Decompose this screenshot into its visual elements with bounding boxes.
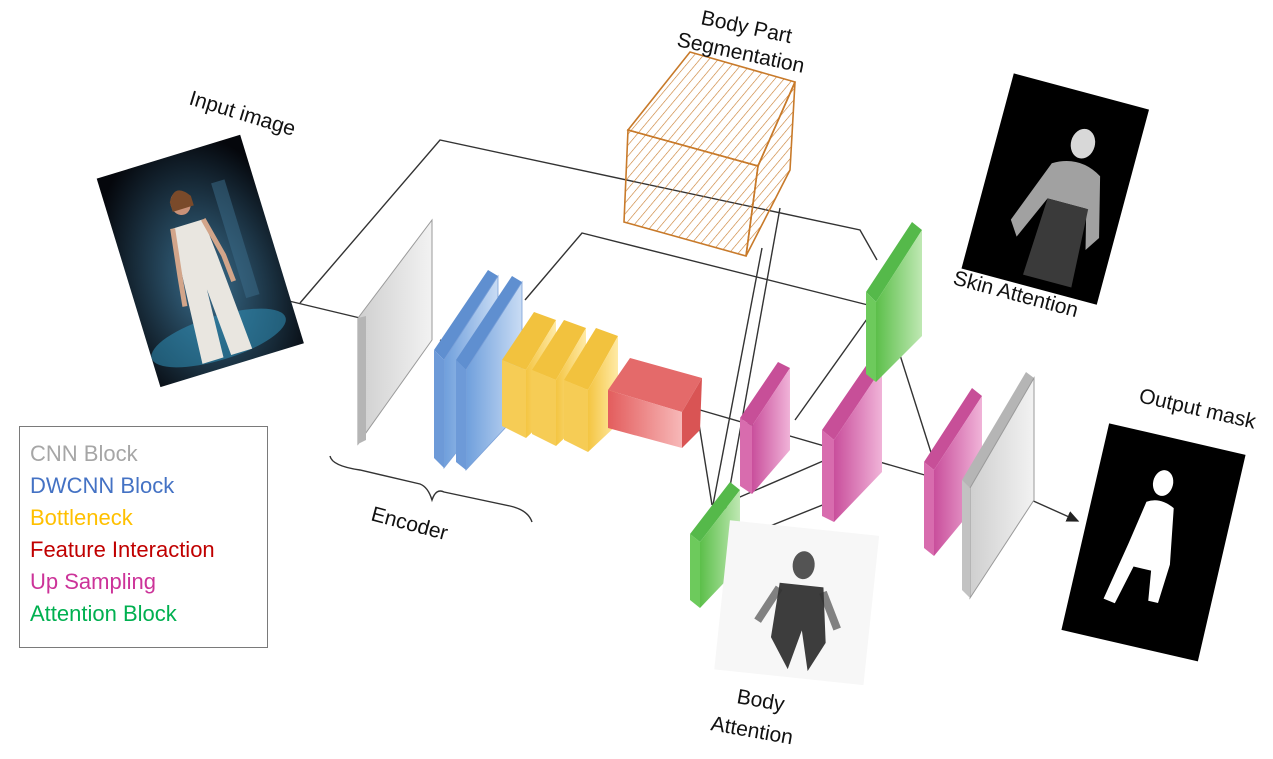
body-attention-map [714, 520, 880, 686]
seg-to-body-attention-line-b [723, 207, 781, 521]
cnn-block-encoder [357, 218, 433, 446]
legend-item: Up Sampling [30, 569, 156, 594]
legend-item: Attention Block [30, 601, 177, 626]
attention-to-upsample-line [732, 457, 831, 501]
input-image [96, 134, 304, 388]
green-to-pink-line [794, 311, 873, 421]
input-image-label: Input image [187, 87, 299, 141]
encoder-label: Encoder [369, 503, 451, 545]
body-part-segmentation-cube [623, 51, 797, 258]
upsampling-block-2 [822, 360, 882, 522]
attention-block-body [690, 482, 740, 608]
body-attention-label-2: Attention [709, 712, 795, 749]
legend-item: CNN Block [30, 441, 138, 466]
seg-to-body-attention-line-a [711, 247, 763, 511]
encoder-brace [329, 455, 533, 523]
skin-attention-map [961, 73, 1150, 305]
body-attention-label-1: Body [735, 685, 787, 716]
attention-block-skin [866, 222, 922, 382]
upsampling-block-3 [924, 388, 982, 556]
output-mask [1061, 423, 1246, 662]
output-mask-label: Output mask [1137, 384, 1259, 433]
body-attention-skip-line [697, 417, 713, 506]
skip-line-mid [524, 232, 869, 306]
feature-interaction-block [608, 358, 702, 448]
legend-item: Feature Interaction [30, 537, 215, 562]
upsampling-block-1 [740, 362, 790, 494]
legend-item: DWCNN Block [30, 473, 175, 498]
legend-item: Bottleneck [30, 505, 133, 530]
green-to-pink-line-2 [899, 354, 936, 466]
cnn-block-decoder [962, 372, 1035, 600]
